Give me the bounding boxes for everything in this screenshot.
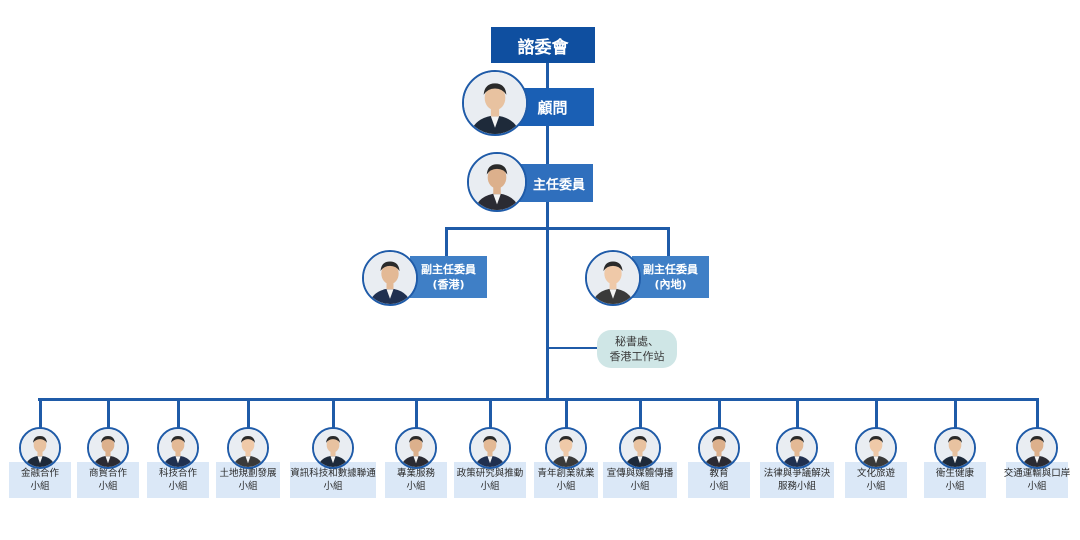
subgroup-drop-line — [639, 400, 642, 428]
subgroup-suffix: 小組 — [556, 481, 576, 492]
committee-title-box: 諮委會 — [491, 27, 595, 63]
subgroup-name: 教育 — [709, 468, 729, 479]
subgroup-drop-line — [718, 400, 721, 428]
subgroup-drop-line — [247, 400, 250, 428]
secretariat-line1: 秘書處、 — [615, 335, 659, 348]
subgroup-suffix: 小組 — [945, 481, 965, 492]
subgroup-bus-line — [38, 398, 1039, 401]
subgroup-suffix: 小組 — [323, 481, 343, 492]
subgroup-name: 宣傳與媒體傳播 — [606, 468, 674, 479]
subgroup-name: 土地規劃發展 — [219, 468, 277, 479]
subgroup-name: 交通運輸與口岸 — [1003, 468, 1071, 479]
subgroup-suffix: 小組 — [480, 481, 500, 492]
subgroup-suffix: 小組 — [168, 481, 188, 492]
subgroup-name: 專業服務 — [396, 468, 435, 479]
subgroup-drop-line — [1036, 400, 1039, 428]
subgroup-convenor-portrait-icon — [545, 427, 587, 469]
vice-mainland-drop-line — [667, 227, 670, 257]
chair-label: 主任委員 — [532, 177, 585, 193]
subgroup-name: 政策研究與推動 — [456, 468, 524, 479]
subgroup-convenor-portrait-icon — [227, 427, 269, 469]
vice-chair-hk-line1: 副主任委員 — [421, 263, 476, 276]
subgroup-drop-line — [332, 400, 335, 428]
vice-chair-hk-line2: (香港) — [432, 278, 465, 291]
secretariat-box: 秘書處、 香港工作站 — [597, 330, 677, 368]
subgroup-name: 資訊科技和數據聯通 — [290, 468, 376, 479]
subgroup-convenor-portrait-icon — [855, 427, 897, 469]
subgroup-drop-line — [39, 400, 42, 428]
subgroup-label-box: 專業服務小組 — [385, 462, 447, 498]
secretariat-branch-line — [548, 347, 600, 349]
subgroup-convenor-portrait-icon — [19, 427, 61, 469]
subgroup-suffix: 小組 — [866, 481, 886, 492]
subgroup-name: 商貿合作 — [88, 468, 127, 479]
vice-chair-mainland-portrait-icon — [585, 250, 641, 306]
vice-chair-mainland-box: 副主任委員 (內地) — [632, 256, 709, 298]
subgroup-label-box: 文化旅遊小組 — [845, 462, 907, 498]
subgroup-convenor-portrait-icon — [1016, 427, 1058, 469]
vice-branch-line — [445, 227, 670, 230]
subgroup-name: 文化旅遊 — [856, 468, 895, 479]
subgroup-drop-line — [415, 400, 418, 428]
subgroup-name: 法律與爭議解決 — [763, 468, 831, 479]
subgroup-suffix: 小組 — [709, 481, 729, 492]
vice-hk-drop-line — [445, 227, 448, 257]
subgroup-suffix: 小組 — [238, 481, 258, 492]
subgroup-drop-line — [875, 400, 878, 428]
subgroup-drop-line — [177, 400, 180, 428]
subgroup-name: 科技合作 — [158, 468, 197, 479]
subgroup-convenor-portrait-icon — [934, 427, 976, 469]
subgroup-convenor-portrait-icon — [87, 427, 129, 469]
subgroup-suffix: 服務小組 — [777, 481, 816, 492]
subgroup-convenor-portrait-icon — [157, 427, 199, 469]
subgroup-drop-line — [796, 400, 799, 428]
advisor-portrait-icon — [462, 70, 528, 136]
subgroup-convenor-portrait-icon — [698, 427, 740, 469]
subgroup-name: 金融合作 — [20, 468, 59, 479]
subgroup-drop-line — [954, 400, 957, 428]
vice-chair-hk-portrait-icon — [362, 250, 418, 306]
subgroup-convenor-portrait-icon — [312, 427, 354, 469]
subgroup-convenor-portrait-icon — [395, 427, 437, 469]
vice-chair-mainland-line2: (內地) — [654, 278, 687, 291]
subgroup-convenor-portrait-icon — [776, 427, 818, 469]
subgroup-suffix: 小組 — [1027, 481, 1047, 492]
subgroup-suffix: 小組 — [406, 481, 426, 492]
secretariat-line2: 香港工作站 — [609, 350, 665, 363]
subgroup-drop-line — [107, 400, 110, 428]
advisor-label: 顧問 — [537, 98, 568, 117]
subgroup-name: 青年創業就業 — [537, 468, 595, 479]
main-trunk-line — [546, 60, 549, 400]
committee-title: 諮委會 — [517, 37, 569, 58]
vice-chair-hk-box: 副主任委員 (香港) — [410, 256, 487, 298]
subgroup-suffix: 小組 — [630, 481, 650, 492]
subgroup-convenor-portrait-icon — [619, 427, 661, 469]
subgroup-drop-line — [565, 400, 568, 428]
subgroup-name: 衛生健康 — [935, 468, 974, 479]
chair-portrait-icon — [467, 152, 527, 212]
subgroup-drop-line — [489, 400, 492, 428]
subgroup-convenor-portrait-icon — [469, 427, 511, 469]
subgroup-suffix: 小組 — [30, 481, 50, 492]
chair-box: 主任委員 — [515, 164, 593, 202]
vice-chair-mainland-line1: 副主任委員 — [643, 263, 698, 276]
subgroup-suffix: 小組 — [98, 481, 118, 492]
